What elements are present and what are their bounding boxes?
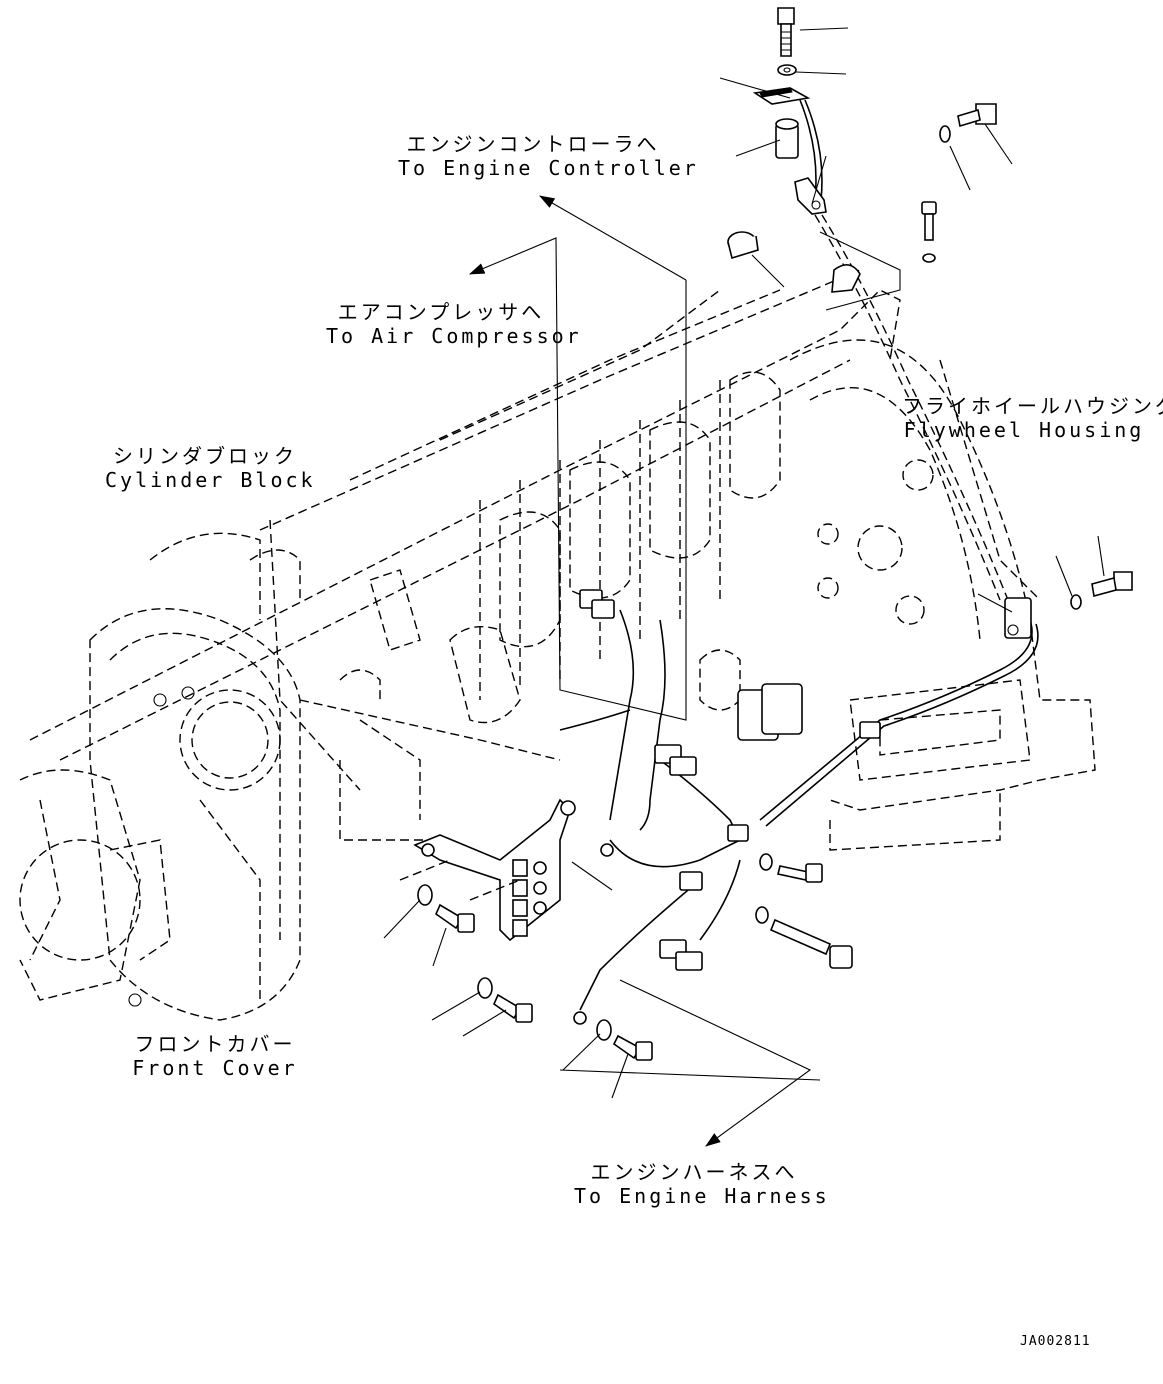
front-cover-label-en: Front Cover — [132, 1056, 298, 1080]
front-cover-label-ja: フロントカバー — [134, 1032, 296, 1056]
wiring-harness — [559, 99, 1039, 1025]
drawing-code: JA002811 — [1020, 1334, 1091, 1349]
engine-harness-label-ja: エンジンハーネスへ — [590, 1160, 798, 1184]
cylinder-block-outline — [29, 269, 901, 841]
routing-arrows — [468, 195, 901, 1147]
flywheel-housing-label-ja: フライホイールハウジング — [902, 394, 1163, 418]
cylinder-block-label-en: Cylinder Block — [105, 468, 316, 492]
cylinder-block-label-ja: シリンダブロック — [113, 444, 297, 468]
engine-controller-label-ja: エンジンコントローラへ — [406, 132, 660, 156]
connector-bracket — [399, 798, 576, 942]
cylinder-block-label: シリンダブロック Cylinder Block — [105, 444, 316, 492]
engine-harness-label: エンジンハーネスへ To Engine Harness — [574, 1160, 830, 1208]
air-compressor-label-en: To Air Compressor — [326, 324, 582, 348]
air-compressor-label-ja: エアコンプレッサへ — [337, 300, 545, 324]
front-cover-label: フロントカバー Front Cover — [130, 1032, 300, 1080]
fasteners — [417, 7, 1133, 1061]
flywheel-housing-label: フライホイールハウジング Flywheel Housing — [902, 394, 1163, 442]
engine-controller-label: エンジンコントローラへ To Engine Controller — [398, 132, 699, 180]
flywheel-housing-label-en: Flywheel Housing — [903, 418, 1145, 442]
engine-controller-label-en: To Engine Controller — [398, 156, 699, 180]
front-cover-outline — [19, 608, 301, 1021]
leader-lines — [383, 27, 1105, 1099]
engine-harness-label-en: To Engine Harness — [574, 1184, 830, 1208]
air-compressor-label: エアコンプレッサへ To Air Compressor — [326, 300, 582, 348]
